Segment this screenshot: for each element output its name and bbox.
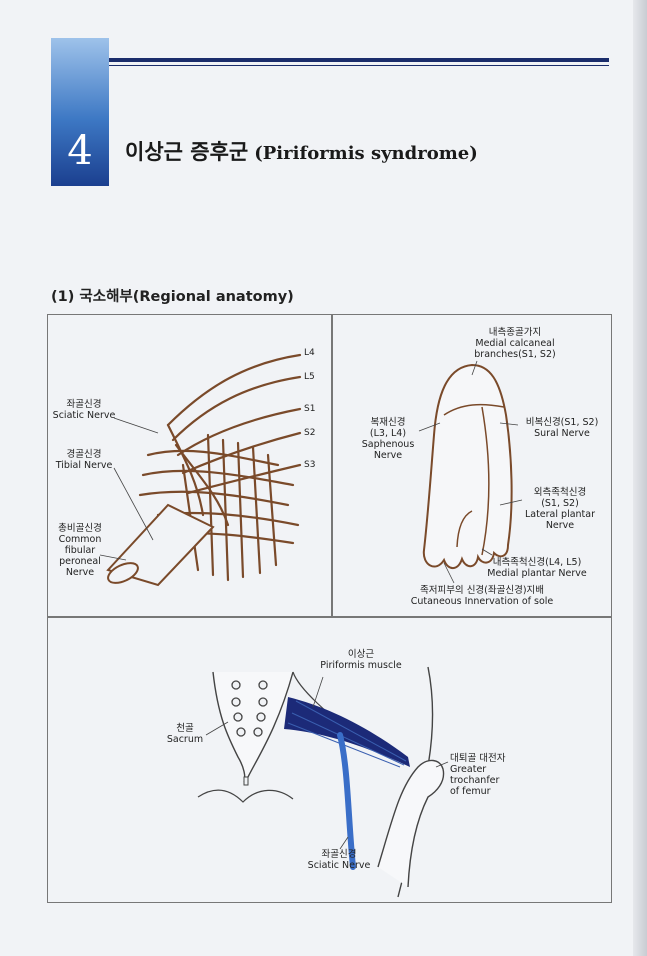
page-edge-shadow bbox=[633, 0, 647, 956]
greater-trochanter-label: 대퇴골 대전자 Greater trochanfer of femur bbox=[450, 753, 506, 797]
root-label-l5: L5 bbox=[304, 372, 315, 382]
chapter-title: 이상근 증후군(Piriformis syndrome) bbox=[125, 136, 478, 166]
sacrum-label: 천골 Sacrum bbox=[166, 723, 204, 745]
chapter-number: 4 bbox=[67, 128, 93, 174]
header-rule bbox=[109, 58, 609, 62]
sciatic-nerve-label: 좌골신경 Sciatic Nerve bbox=[52, 399, 116, 421]
section-heading: (1) 국소해부(Regional anatomy) bbox=[51, 289, 294, 305]
medial-calcaneal-label: 내측종골가지 Medial calcaneal branches(S1, S2) bbox=[474, 327, 556, 360]
chapter-color-block bbox=[51, 38, 109, 186]
sole-of-foot-illustration bbox=[418, 360, 523, 584]
header-rule-thin bbox=[109, 65, 609, 66]
root-label-l4: L4 bbox=[304, 348, 315, 358]
chapter-title-korean: 이상근 증후군 bbox=[125, 140, 249, 164]
lateral-plantar-label: 외측족척신경 (S1, S2) Lateral plantar Nerve bbox=[524, 487, 596, 531]
sole-innervation-panel: 내측종골가지 Medial calcaneal branches(S1, S2)… bbox=[331, 314, 612, 618]
chapter-title-english: (Piriformis syndrome) bbox=[254, 143, 478, 164]
medial-plantar-label: 내측족척신경(L4, L5) Medial plantar Nerve bbox=[487, 557, 587, 579]
tibial-nerve-label: 경골신경 Tibial Nerve bbox=[55, 449, 113, 471]
piriformis-muscle-label: 이상근 Piriformis muscle bbox=[320, 649, 402, 671]
saphenous-nerve-label: 복재신경 (L3, L4) Saphenous Nerve bbox=[361, 417, 415, 461]
common-fibular-nerve-label: 총비골신경 Common fibular peroneal Nerve bbox=[58, 523, 102, 578]
sole-caption: 족저피부의 신경(좌골신경)지배 Cutaneous Innervation o… bbox=[410, 585, 554, 607]
sciatic-nerve-bottom-label: 좌골신경 Sciatic Nerve bbox=[307, 849, 371, 871]
piriformis-panel: 이상근 Piriformis muscle 천골 Sacrum 대퇴골 대전자 … bbox=[47, 616, 612, 903]
piriformis-illustration bbox=[197, 666, 449, 898]
sacral-plexus-illustration bbox=[99, 353, 302, 587]
sacral-plexus-panel: L4 L5 S1 S2 S3 좌골신경 Sciatic Nerve 경골신경 T… bbox=[47, 314, 333, 618]
root-label-s1: S1 bbox=[304, 404, 316, 414]
root-label-s3: S3 bbox=[304, 460, 316, 470]
root-label-s2: S2 bbox=[304, 428, 316, 438]
sural-nerve-label: 비복신경(S1, S2) Sural Nerve bbox=[525, 417, 599, 439]
